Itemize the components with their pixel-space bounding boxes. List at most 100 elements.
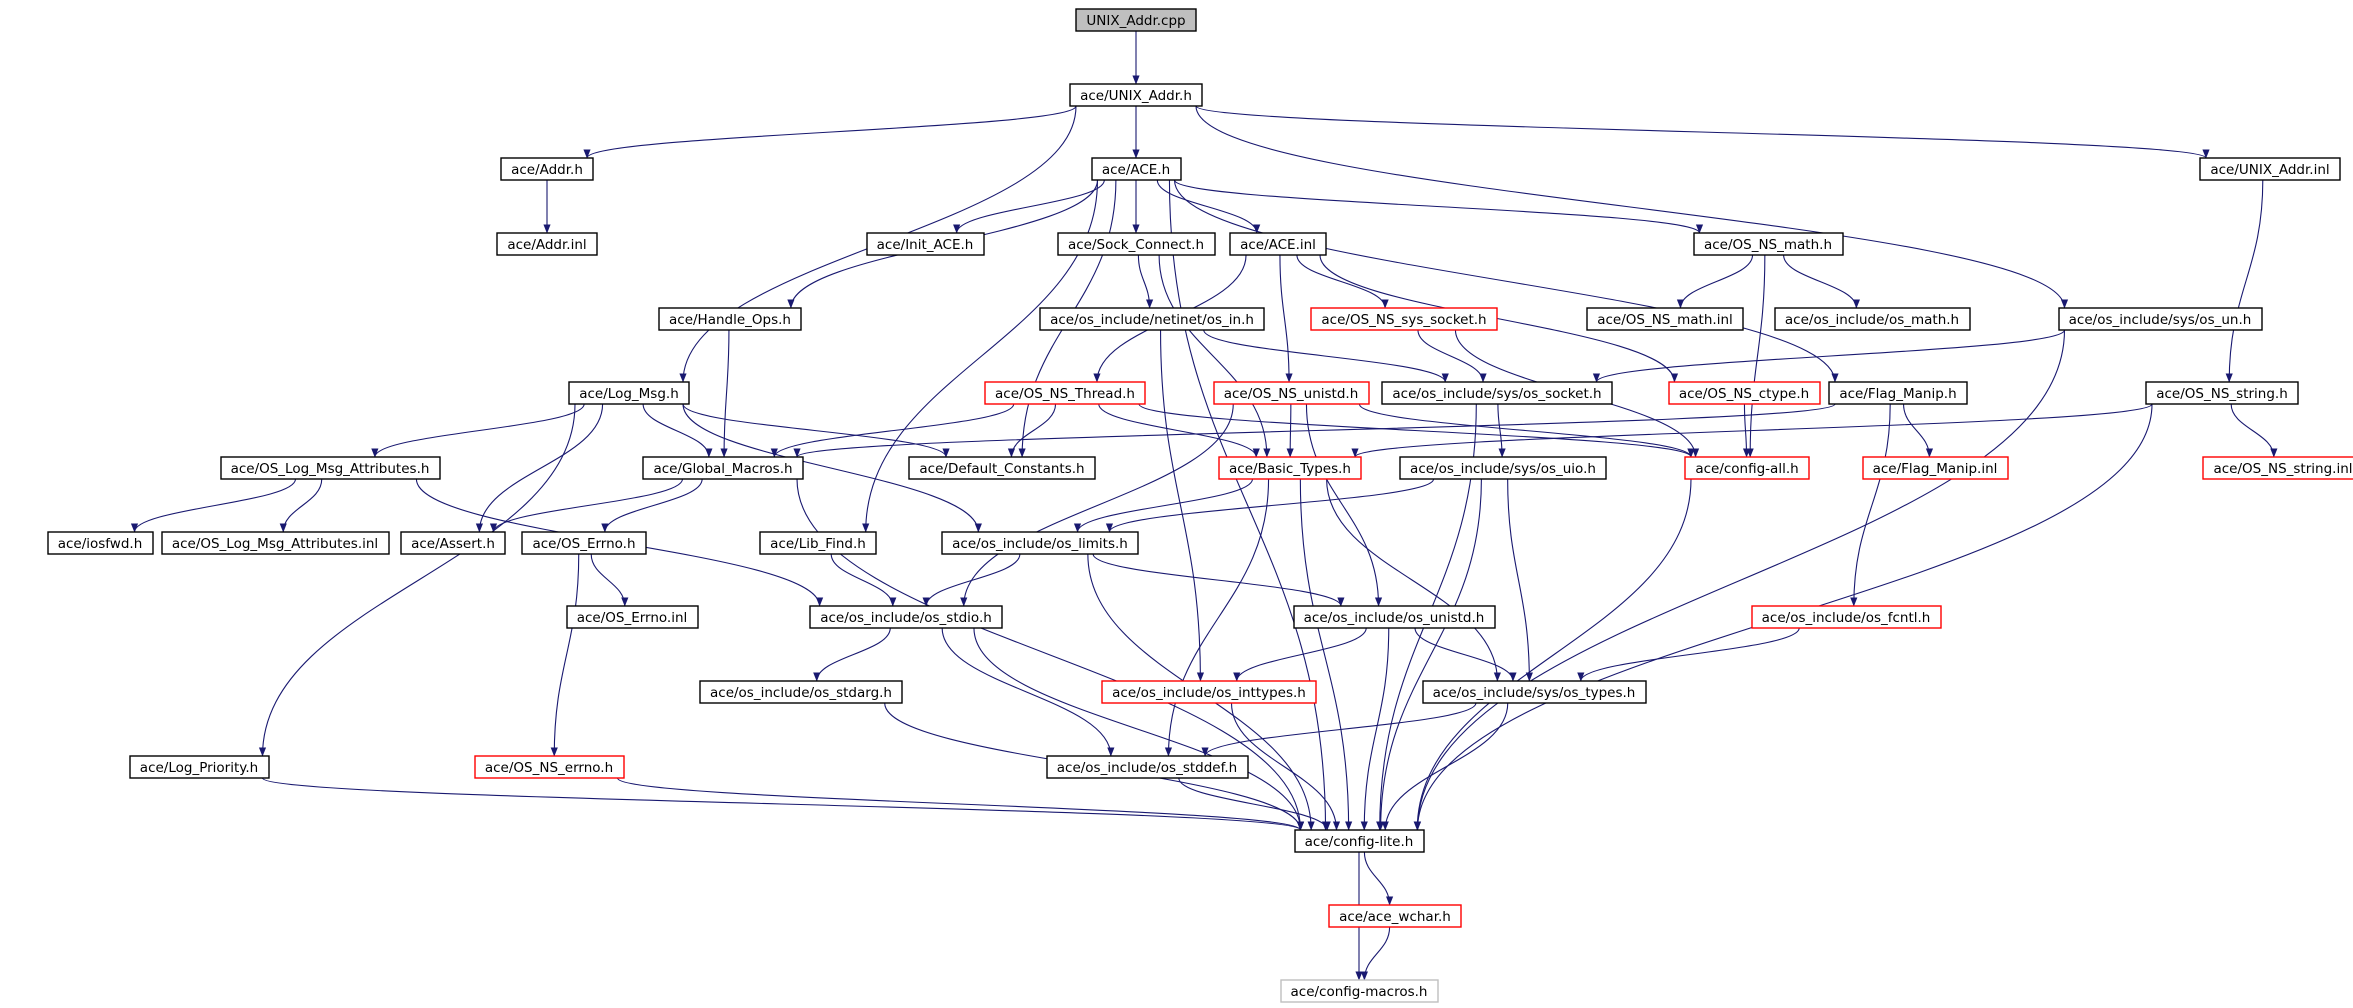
edge-log-priority-h-to-config-lite-h: [261, 777, 1304, 831]
node-ace-inl[interactable]: ace/ACE.inl: [1229, 232, 1327, 256]
edge-ace-h-to-config-lite-h: [1168, 179, 1330, 831]
node-label: ace/os_include/sys/os_uio.h: [1410, 461, 1596, 477]
node-log-priority-h[interactable]: ace/Log_Priority.h: [129, 755, 270, 779]
node-flag-manip-inl[interactable]: ace/Flag_Manip.inl: [1862, 456, 2009, 480]
node-os-inttypes-h[interactable]: ace/os_include/os_inttypes.h: [1101, 680, 1317, 704]
edge-handle-ops-h-to-global-macros-h: [720, 329, 730, 458]
node-os-ns-unistd-h[interactable]: ace/OS_NS_unistd.h: [1213, 381, 1370, 405]
node-label: ace/Flag_Manip.h: [1839, 386, 1956, 402]
edge-sys-os-un-h-to-config-lite-h: [1413, 329, 2066, 831]
node-sys-os-types-h[interactable]: ace/os_include/sys/os_types.h: [1422, 680, 1647, 704]
node-default-constants-h[interactable]: ace/Default_Constants.h: [908, 456, 1096, 480]
edge-os-stdio-h-to-os-stdarg-h: [813, 627, 891, 682]
node-box: [1229, 232, 1327, 256]
node-unix-addr-inl[interactable]: ace/UNIX_Addr.inl: [2199, 157, 2341, 181]
node-config-lite-h[interactable]: ace/config-lite.h: [1294, 829, 1425, 853]
edge-os-limits-h-to-os-unistd-h: [1092, 553, 1345, 607]
node-sys-os-uio-h[interactable]: ace/os_include/sys/os_uio.h: [1399, 456, 1607, 480]
node-label: ace/Basic_Types.h: [1229, 461, 1351, 477]
node-os-ns-thread-h[interactable]: ace/OS_NS_Thread.h: [984, 381, 1146, 405]
node-label: ace/Init_ACE.h: [877, 237, 974, 253]
node-label: ace/os_include/os_limits.h: [952, 536, 1128, 552]
edge-sys-os-un-h-to-sys-os-socket-h: [1593, 329, 2066, 383]
node-os-ns-math-h[interactable]: ace/OS_NS_math.h: [1693, 232, 1844, 256]
node-netinet-in-h[interactable]: ace/os_include/netinet/os_in.h: [1039, 307, 1265, 331]
node-sys-os-un-h[interactable]: ace/os_include/sys/os_un.h: [2058, 307, 2263, 331]
node-os-log-msg-attr-h[interactable]: ace/OS_Log_Msg_Attributes.h: [220, 456, 441, 480]
edge-os-stdio-h-to-os-stddef-h: [941, 627, 1115, 757]
edge-sys-os-types-h-to-os-stddef-h: [1201, 702, 1477, 757]
node-handle-ops-h[interactable]: ace/Handle_Ops.h: [658, 307, 802, 331]
edge-os-ns-unistd-h-to-os-stdio-h: [960, 403, 1234, 607]
node-log-msg-h[interactable]: ace/Log_Msg.h: [568, 381, 690, 405]
node-box: [1069, 83, 1203, 107]
node-os-ns-ctype-h[interactable]: ace/OS_NS_ctype.h: [1668, 381, 1821, 405]
node-iosfwd-h[interactable]: ace/iosfwd.h: [47, 531, 154, 555]
node-addr-inl[interactable]: ace/Addr.inl: [496, 232, 598, 256]
node-os-ns-sys-socket-h[interactable]: ace/OS_NS_sys_socket.h: [1310, 307, 1498, 331]
edge-sock-connect-h-to-basic-types-h: [1158, 254, 1271, 458]
node-basic-types-h[interactable]: ace/Basic_Types.h: [1218, 456, 1362, 480]
node-global-macros-h[interactable]: ace/Global_Macros.h: [642, 456, 804, 480]
node-os-stdio-h[interactable]: ace/os_include/os_stdio.h: [809, 605, 1003, 629]
edge-flag-manip-h-to-os-fcntl-h: [1850, 403, 1891, 607]
node-sock-connect-h[interactable]: ace/Sock_Connect.h: [1057, 232, 1216, 256]
edge-os-inttypes-h-to-config-lite-h: [1230, 702, 1341, 831]
node-label: ace/UNIX_Addr.h: [1080, 88, 1192, 104]
node-label: ace/OS_NS_math.h: [1704, 237, 1832, 253]
node-ace-h[interactable]: ace/ACE.h: [1091, 157, 1182, 181]
node-os-limits-h[interactable]: ace/os_include/os_limits.h: [941, 531, 1139, 555]
node-os-math-h[interactable]: ace/os_include/os_math.h: [1774, 307, 1971, 331]
node-os-stddef-h[interactable]: ace/os_include/os_stddef.h: [1046, 755, 1249, 779]
node-os-errno-h[interactable]: ace/OS_Errno.h: [521, 531, 647, 555]
edge-sys-os-uio-h-to-sys-os-types-h: [1507, 478, 1533, 682]
node-box: [642, 456, 804, 480]
node-os-log-msg-attr-inl[interactable]: ace/OS_Log_Msg_Attributes.inl: [161, 531, 390, 555]
edge-ace-inl-to-os-ns-unistd-h: [1279, 254, 1293, 383]
node-label: ace/Addr.inl: [507, 237, 586, 253]
edge-ace-h-to-ace-inl: [1156, 179, 1261, 234]
edges-layer: [130, 31, 2278, 981]
node-os-ns-string-h[interactable]: ace/OS_NS_string.h: [2145, 381, 2299, 405]
edge-basic-types-h-to-os-stddef-h: [1164, 478, 1270, 757]
node-config-macros-h[interactable]: ace/config-macros.h: [1280, 979, 1439, 1003]
node-os-unistd-h[interactable]: ace/os_include/os_unistd.h: [1293, 605, 1496, 629]
node-label: ace/Flag_Manip.inl: [1873, 461, 1998, 477]
node-label: ace/OS_NS_math.inl: [1597, 312, 1733, 328]
edge-config-lite-h-to-ace-wchar-h: [1363, 851, 1394, 906]
node-unix-addr-cpp[interactable]: UNIX_Addr.cpp: [1075, 8, 1197, 32]
node-os-stdarg-h[interactable]: ace/os_include/os_stdarg.h: [699, 680, 903, 704]
node-box: [908, 456, 1096, 480]
node-assert-h[interactable]: ace/Assert.h: [400, 531, 506, 555]
node-box: [1862, 456, 2009, 480]
node-flag-manip-h[interactable]: ace/Flag_Manip.h: [1828, 381, 1968, 405]
edge-netinet-in-h-to-os-inttypes-h: [1160, 329, 1205, 682]
node-os-ns-errno-h[interactable]: ace/OS_NS_errno.h: [474, 755, 625, 779]
edge-os-ns-thread-h-to-default-constants-h: [1007, 403, 1057, 458]
edge-unix-addr-inl-to-os-ns-string-h: [2225, 179, 2264, 383]
node-os-fcntl-h[interactable]: ace/os_include/os_fcntl.h: [1751, 605, 1942, 629]
node-lib-find-h[interactable]: ace/Lib_Find.h: [759, 531, 877, 555]
edge-global-macros-h-to-os-errno-h: [601, 478, 703, 533]
node-init-ace-h[interactable]: ace/Init_ACE.h: [866, 232, 985, 256]
node-config-all-h[interactable]: ace/config-all.h: [1684, 456, 1810, 480]
edge-os-errno-h-to-os-errno-inl: [590, 553, 629, 607]
node-label: ace/UNIX_Addr.inl: [2210, 162, 2329, 178]
node-box: [1293, 605, 1496, 629]
node-os-errno-inl[interactable]: ace/OS_Errno.inl: [566, 605, 699, 629]
node-box: [866, 232, 985, 256]
node-os-ns-math-inl[interactable]: ace/OS_NS_math.inl: [1586, 307, 1744, 331]
node-label: ace/OS_Log_Msg_Attributes.h: [231, 461, 430, 477]
node-box: [1310, 307, 1498, 331]
node-sys-os-socket-h[interactable]: ace/os_include/sys/os_socket.h: [1381, 381, 1613, 405]
node-box: [1075, 8, 1197, 32]
edge-os-ns-math-h-to-config-all-h: [1746, 254, 1766, 458]
edge-os-ns-thread-h-to-config-all-h: [1138, 403, 1695, 458]
node-os-ns-string-inl[interactable]: ace/OS_NS_string.inl: [2202, 456, 2353, 480]
node-addr-h[interactable]: ace/Addr.h: [500, 157, 594, 181]
edge-log-msg-h-to-default-constants-h: [682, 403, 950, 458]
node-box: [1399, 456, 1607, 480]
node-ace-wchar-h[interactable]: ace/ace_wchar.h: [1328, 904, 1462, 928]
node-unix-addr-h[interactable]: ace/UNIX_Addr.h: [1069, 83, 1203, 107]
node-box: [658, 307, 802, 331]
